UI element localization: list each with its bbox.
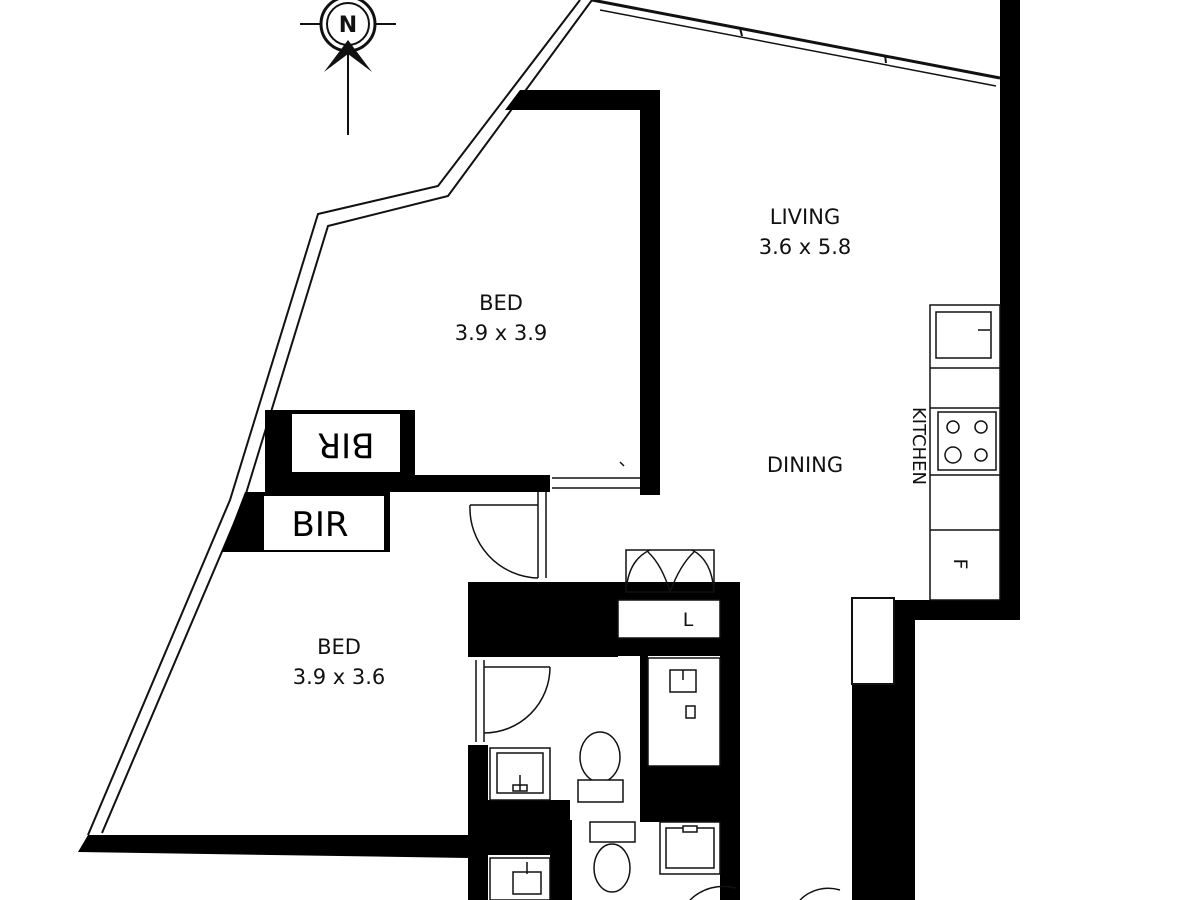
bir-bottom-label: BIR — [292, 505, 349, 545]
bed2-size: 3.9 x 3.6 — [293, 665, 386, 689]
bathroom-fixtures — [489, 657, 721, 900]
bed1-name: BED — [479, 291, 523, 315]
bed2-door — [469, 492, 547, 579]
fridge-label: F — [949, 559, 971, 570]
bir-top-label: BIR — [318, 425, 375, 465]
bedroom-2: BED 3.9 x 3.6 — [293, 635, 386, 689]
kitchen-label: KITCHEN — [908, 407, 929, 485]
north-window — [591, 0, 1001, 87]
living-room: LIVING 3.6 x 5.8 — [759, 205, 852, 259]
lower-doors — [689, 885, 841, 900]
entry-column — [851, 597, 895, 685]
living-name: LIVING — [770, 205, 840, 229]
bedroom-1: BED 3.9 x 3.9 — [455, 291, 548, 345]
kitchen-bench — [929, 304, 1001, 601]
bir-bottom: BIR — [264, 496, 384, 550]
laundry-label: L — [683, 609, 694, 631]
laundry-doors — [625, 549, 715, 593]
west-facade-wall — [87, 0, 593, 836]
compass-north-label: N — [339, 13, 357, 38]
north-compass-icon: N — [300, 0, 396, 135]
living-size: 3.6 x 5.8 — [759, 235, 852, 259]
laundry-cupboard: L — [617, 599, 721, 639]
bir-top: BIR — [292, 414, 400, 472]
dining-name: DINING — [767, 453, 843, 477]
bathroom-door — [475, 660, 551, 742]
bed1-door-frame — [552, 461, 640, 489]
bed2-name: BED — [317, 635, 361, 659]
bed1-size: 3.9 x 3.9 — [455, 321, 548, 345]
